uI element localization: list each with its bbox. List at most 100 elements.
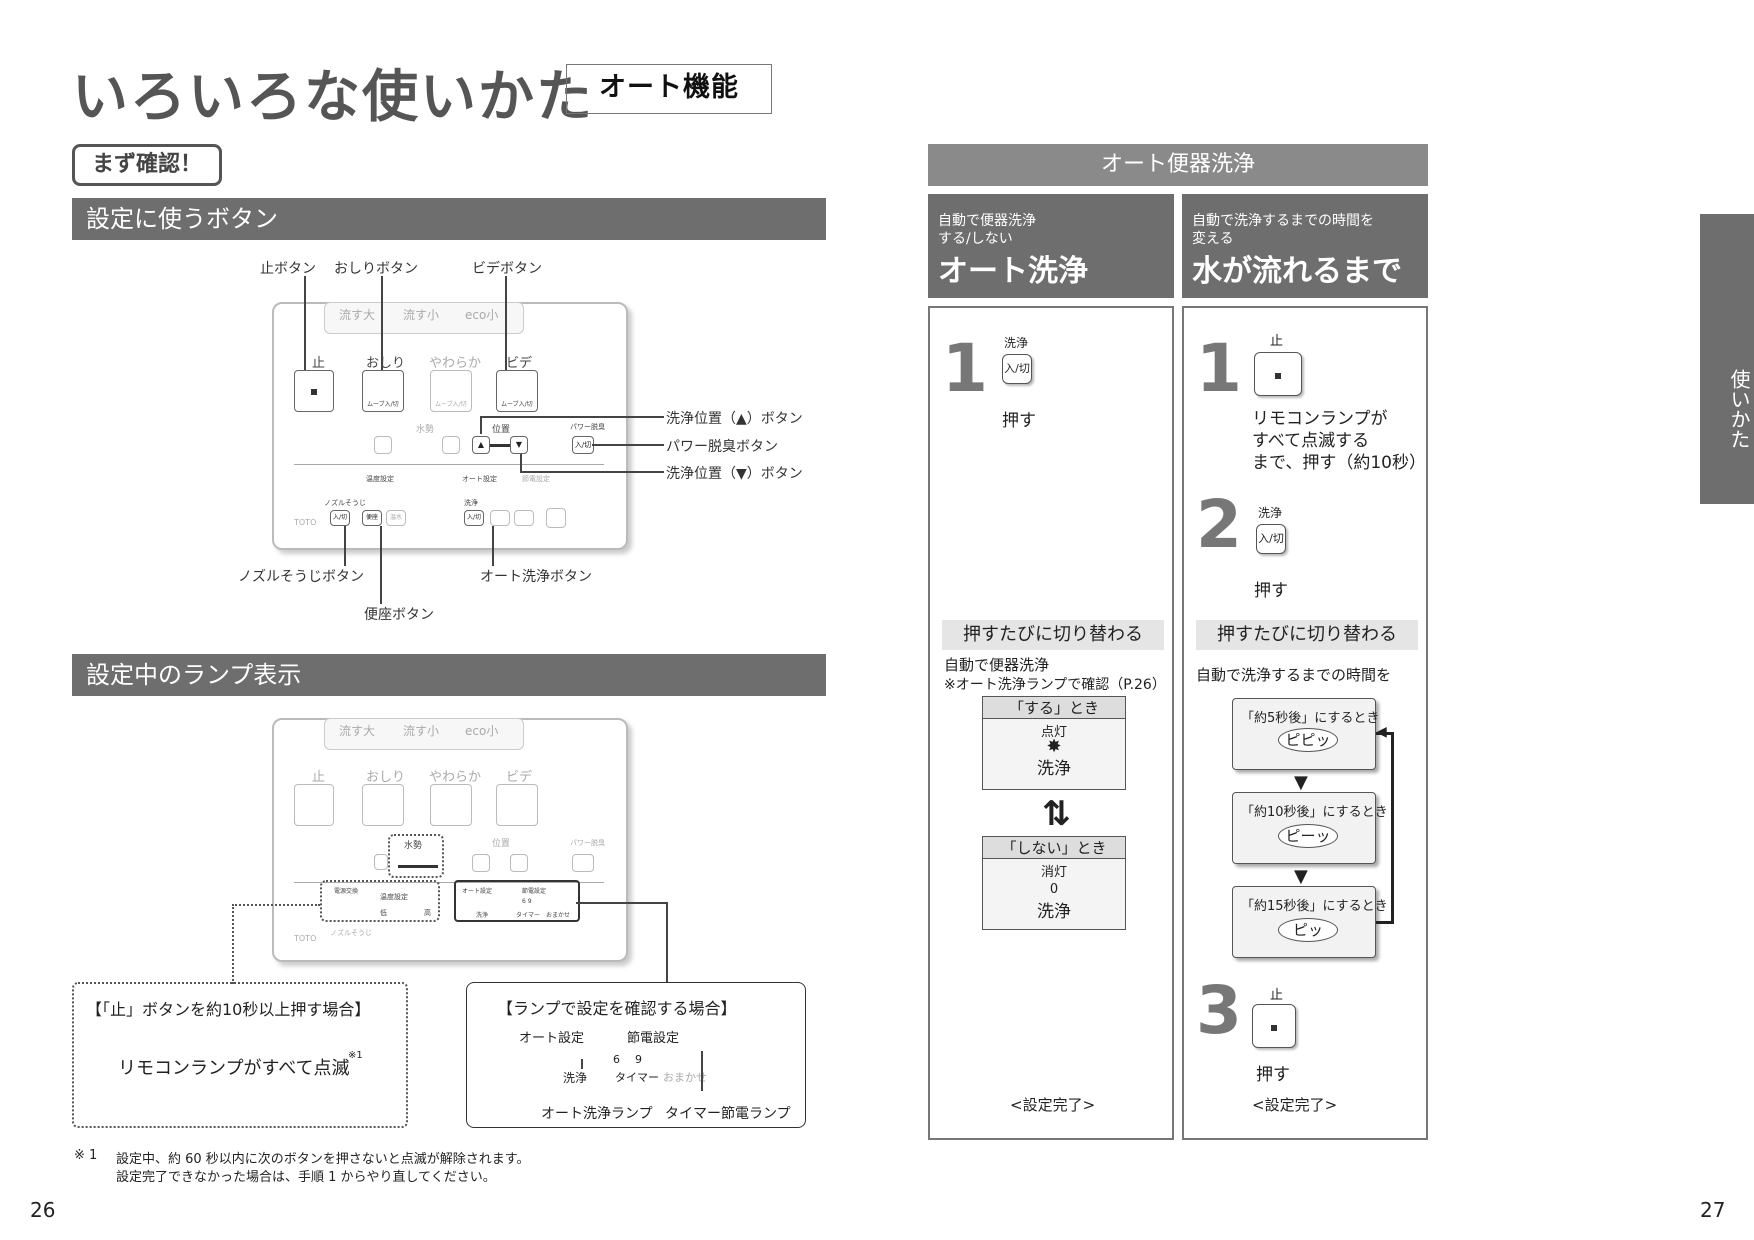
col2-loop-arrow: [1376, 732, 1394, 924]
col1-desc2: する/しない: [938, 231, 1013, 247]
nozzle-label: ノズルそうじ: [324, 499, 366, 507]
leader-wash-down: [520, 471, 664, 473]
remote-top-panel: 流す大 流す小 eco小: [324, 302, 524, 334]
remote-stop-button: [294, 370, 334, 412]
connector-solid-v: [666, 902, 668, 982]
move-label-1: ムーブ入/切: [367, 401, 399, 408]
warm-button: 温水: [386, 510, 406, 526]
brand-label-2: TOTO: [294, 934, 317, 943]
col1-off-box: 「しない」とき 消灯 0 洗浄: [982, 836, 1126, 930]
col2-step2-num: 2: [1196, 486, 1242, 563]
col1-off-label: 洗浄: [1037, 902, 1071, 922]
confirm-tag: まず確認！: [72, 144, 222, 186]
remote2-oshiri-button: [362, 784, 404, 826]
col2-toggle-band: 押すたびに切り替わる: [1196, 620, 1418, 650]
col1-step1-key: 入/切: [1002, 354, 1032, 384]
col1-off-title: 「しない」とき: [983, 837, 1125, 859]
lamp-section-header: 設定中のランプ表示: [72, 654, 826, 696]
remote2-stop-button: [294, 784, 334, 826]
col1-step1-num: 1: [942, 330, 988, 407]
position-down-button: ▼: [510, 436, 528, 454]
remote-bidet-label: ビデ: [506, 356, 533, 371]
remote2-oshiri-label: おしり: [366, 770, 406, 785]
temp-label: 温度設定: [366, 475, 394, 483]
col2-arrow-1: ▼: [1294, 772, 1308, 793]
col1-head: 自動で便器洗浄 する/しない オート洗浄: [928, 194, 1174, 298]
deodor-label-2: パワー脱臭: [570, 839, 605, 847]
remote2-bidet-label: ビデ: [506, 770, 533, 785]
col2-step3-num: 3: [1196, 972, 1242, 1049]
remote2-yawaraka-label: やわらか: [429, 770, 482, 785]
side-tab[interactable]: 使いかた: [1700, 214, 1754, 504]
lamp-auto-setting: オート設定: [519, 1031, 585, 1046]
remote-yawaraka-label: やわらか: [429, 356, 482, 371]
footnote-line-2: 設定完了できなかった場合は、手順 1 からやり直してください。: [116, 1170, 496, 1185]
flush-large-label: 流す大: [339, 308, 376, 322]
col1-toggle-band: 押すたびに切り替わる: [942, 620, 1164, 650]
col1-done: <設定完了>: [1010, 1096, 1096, 1114]
leader-nozzle: [344, 526, 346, 566]
label-stop: 止ボタン: [260, 261, 316, 277]
lamp-confirm-title: 【ランプで設定を確認する場合】: [497, 999, 737, 1018]
remote-diagram: 流す大 流す小 eco小 止 おしり やわらか ビデ ムーブ入/切 ムーブ入/切…: [272, 302, 628, 550]
deodor-button: 入/切: [572, 436, 594, 454]
timer-label-2: タイマー: [516, 912, 541, 919]
water-label-2: 水勢: [404, 841, 423, 851]
remote-divider: [294, 464, 604, 465]
col1-desc1: 自動で便器洗浄: [938, 213, 1036, 229]
col2-step2-key-label: 洗浄: [1258, 506, 1283, 520]
leader-bidet: [505, 276, 507, 370]
omakase-label-2: おまかせ: [546, 912, 571, 919]
stop-press-note: ※1: [348, 1050, 363, 1061]
light-temp-highlight: 電源交換 温度設定 低 高: [320, 880, 440, 922]
col1-on-state: 点灯: [1040, 725, 1067, 740]
col2-step1-text2: すべて点滅する: [1252, 431, 1370, 451]
col2-step1-key-label: 止: [1270, 334, 1284, 349]
page-number-left: 26: [30, 1198, 56, 1222]
col1-toggle-arrows: ⇅: [1042, 794, 1071, 834]
temp-label-2: 温度設定: [380, 893, 408, 901]
lamp-n6: 6: [613, 1053, 620, 1066]
col1-step1-key-label: 洗浄: [1004, 336, 1029, 350]
move-label-2: ムーブ入/切: [435, 401, 467, 408]
leader-seat: [380, 526, 382, 604]
col2-loop-arrowhead: ◀: [1376, 724, 1387, 740]
timer-nums-label: 6 9: [522, 898, 532, 905]
seat-button: 便座: [362, 510, 382, 526]
col2-note: 自動で洗浄するまでの時間を: [1196, 666, 1392, 684]
position-label-2: 位置: [492, 839, 511, 849]
connector-dotted-v: [232, 904, 234, 984]
footnote-line-1: 設定中、約 60 秒以内に次のボタンを押さないと点滅が解除されます。: [116, 1152, 530, 1167]
leader-wash-up: [480, 416, 664, 418]
remote-oshiri-button: ムーブ入/切: [362, 370, 404, 412]
low-label: 低: [380, 909, 387, 917]
pos2-down: [510, 854, 528, 872]
leader-wash-down-v: [520, 454, 522, 472]
col2-opt2: 「約10秒後」にするとき: [1241, 805, 1388, 820]
remote-oshiri-label: おしり: [366, 356, 406, 371]
stop-press-box: 【「止」ボタンを約10秒以上押す場合】 リモコンランプがすべて点滅 ※1: [72, 982, 408, 1128]
flush-small-label: 流す小: [403, 308, 440, 322]
auto-flush-header: オート便器洗浄: [928, 144, 1428, 186]
col2-opt3: 「約15秒後」にするとき: [1241, 899, 1388, 914]
col2-step1-num: 1: [1196, 330, 1242, 407]
eco-label-2: eco小: [465, 724, 499, 738]
col2-step3-key-label: 止: [1270, 988, 1284, 1003]
connector-solid-h: [576, 902, 666, 904]
page-number-right: 27: [1700, 1198, 1726, 1222]
col2-title: 水が流れるまで: [1192, 254, 1402, 289]
lamp-wash: 洗浄: [563, 1071, 588, 1085]
page-subtitle: オート機能: [566, 64, 772, 114]
lamp-line-a: [581, 1059, 583, 1069]
col1-box: 1 洗浄 入/切 押す 押すたびに切り替わる 自動で便器洗浄 ※オート洗浄ランプ…: [928, 306, 1174, 1140]
label-wash-up: 洗浄位置（▲）ボタン: [666, 411, 803, 427]
lamp-timer: タイマー: [615, 1071, 659, 1084]
auto-lamp-label: オート洗浄ランプ: [541, 1106, 653, 1122]
lamp-omakase: おまかせ: [663, 1071, 707, 1084]
col2-desc2: 変える: [1192, 231, 1234, 247]
power-save-label: 節電設定: [522, 475, 550, 483]
leader-stop: [304, 276, 306, 370]
stop-press-title: 【「止」ボタンを約10秒以上押す場合】: [86, 1000, 371, 1019]
position-up-button: ▲: [472, 436, 490, 454]
col2-step2-key: 入/切: [1256, 524, 1286, 554]
